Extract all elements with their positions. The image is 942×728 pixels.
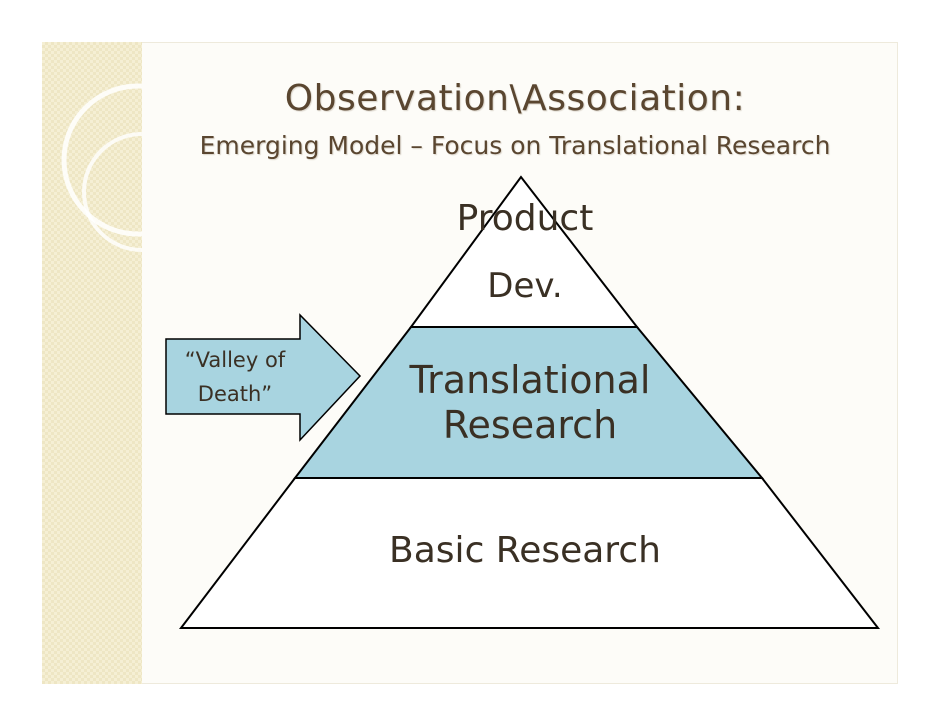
middle-tier-label-line1: Translational [395,358,665,402]
valley-of-death-arrow [166,315,360,440]
top-tier-label-line2: Dev. [420,266,630,306]
middle-tier-label-line2: Research [395,403,665,447]
bottom-tier-label: Basic Research [340,530,710,571]
top-tier-label-line1: Product [420,198,630,239]
arrow-label-line1: “Valley of [160,348,310,372]
arrow-label-line2: Death” [160,382,310,406]
